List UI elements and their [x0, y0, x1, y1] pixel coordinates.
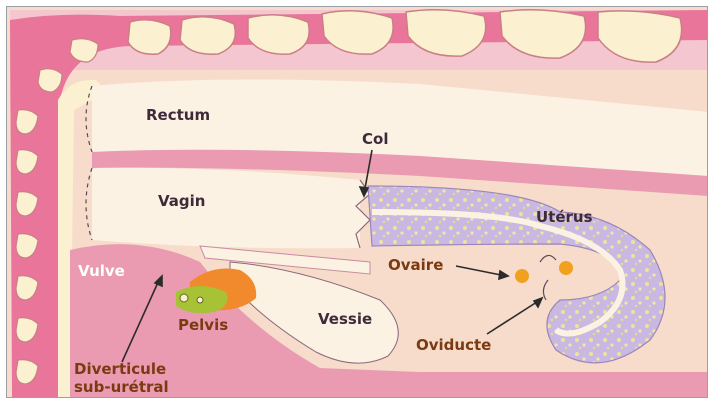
label-col: Col	[362, 130, 388, 148]
label-vagin: Vagin	[158, 192, 205, 210]
label-diverticule-line1: Diverticule	[74, 360, 166, 378]
label-oviducte: Oviducte	[416, 336, 491, 354]
label-vulve: Vulve	[78, 262, 125, 280]
label-diverticule-line2: sub-urétral	[74, 378, 169, 396]
ovary-2	[559, 261, 573, 275]
label-ovaire: Ovaire	[388, 256, 443, 274]
label-uterus: Utérus	[536, 208, 593, 226]
label-rectum: Rectum	[146, 106, 210, 124]
label-pelvis: Pelvis	[178, 316, 228, 334]
label-vessie: Vessie	[318, 310, 372, 328]
ovary-1	[515, 269, 529, 283]
vagina-organ	[92, 168, 360, 249]
